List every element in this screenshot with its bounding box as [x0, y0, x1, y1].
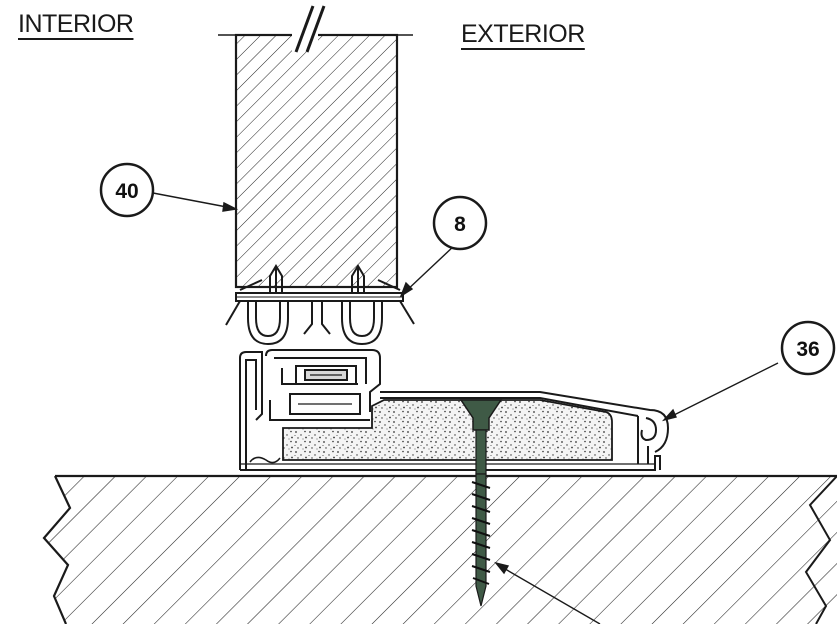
svg-text:8: 8 [454, 213, 466, 236]
callout-36: 36 [780, 320, 836, 376]
callout-8: 8 [432, 195, 488, 251]
threshold-insulation [249, 399, 613, 464]
door-bottom-seal [225, 264, 415, 346]
door-leaf [218, 5, 413, 289]
svg-text:36: 36 [796, 338, 819, 361]
callout-40: 40 [99, 162, 155, 218]
threshold-profile [239, 349, 670, 471]
exterior-label: EXTERIOR [461, 20, 585, 48]
fixing-screw [459, 399, 503, 607]
subfloor [42, 474, 837, 624]
interior-label: INTERIOR [18, 10, 134, 38]
leader-lines [152, 192, 779, 624]
svg-text:40: 40 [115, 180, 138, 203]
